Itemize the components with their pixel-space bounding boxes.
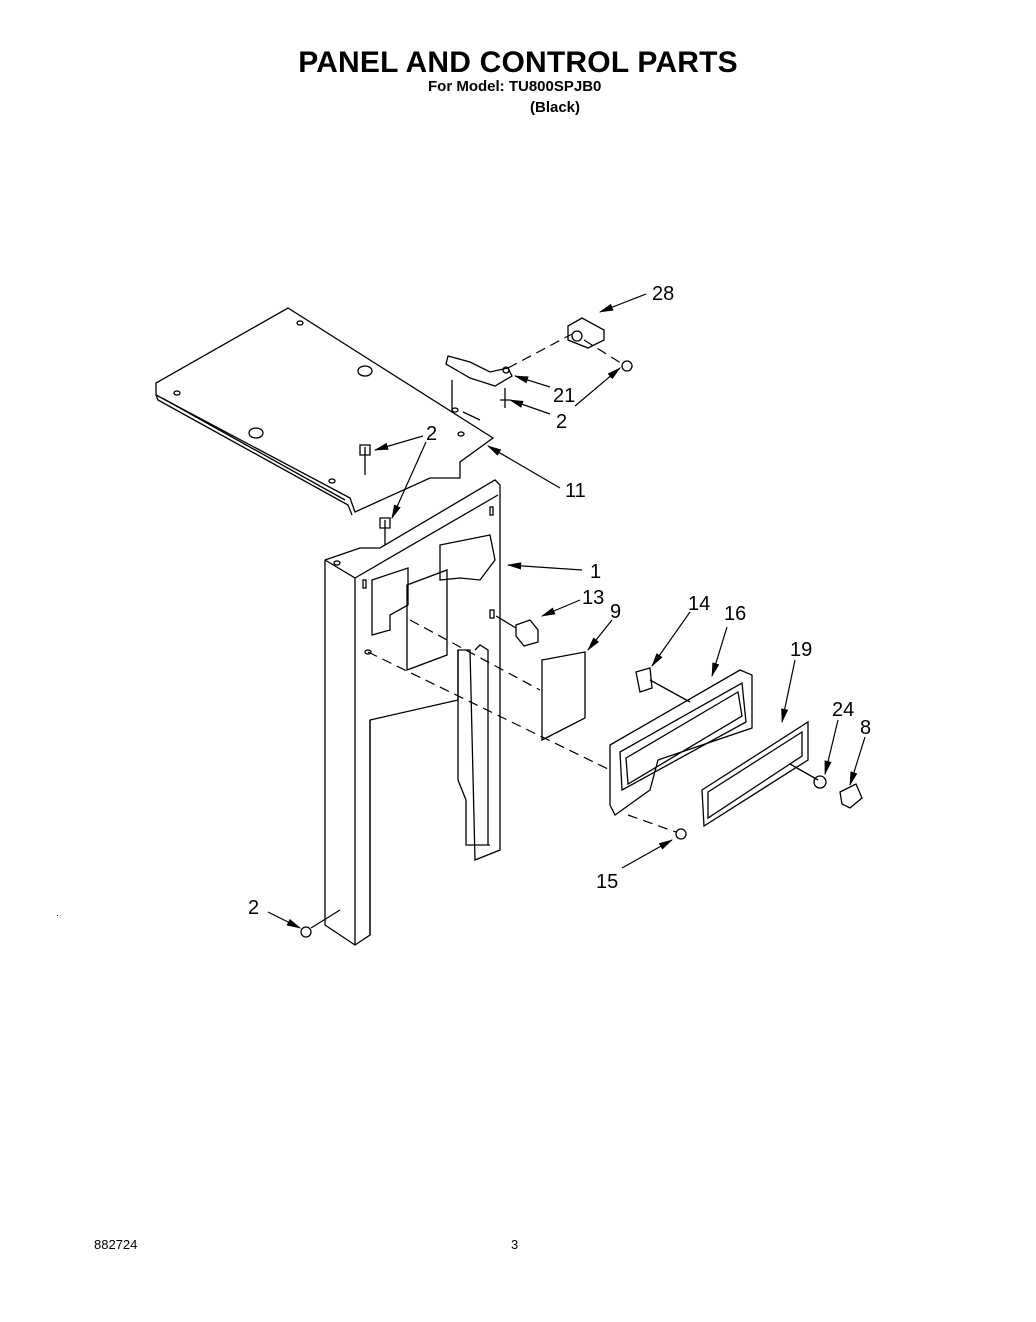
model-line: For Model: TU800SPJB0	[428, 78, 602, 95]
page-title: PANEL AND CONTROL PARTS	[298, 46, 738, 79]
console-frame-part	[324, 479, 501, 946]
callout-13: 13	[582, 587, 604, 609]
callout-2-base-screw: 2	[248, 897, 259, 919]
callout-2-top-screw: 2	[426, 423, 437, 445]
callout-24: 24	[832, 699, 854, 721]
color-line: (Black)	[530, 99, 581, 116]
control-panel-part	[367, 651, 753, 840]
page-number: 3	[511, 1237, 519, 1252]
callout-leaders	[267, 293, 866, 929]
document-number: 882724	[94, 1237, 138, 1252]
bracket-assembly	[359, 317, 633, 545]
callout-11: 11	[565, 480, 586, 502]
switch-and-cover-part	[409, 615, 586, 742]
callout-15: 15	[596, 871, 618, 893]
stray-dot	[57, 915, 58, 916]
top-panel-part	[155, 307, 495, 516]
callout-19: 19	[790, 639, 812, 661]
callout-9: 9	[610, 601, 621, 623]
base-screw-part	[300, 909, 341, 938]
insert-and-knob-part	[701, 720, 863, 828]
callout-21: 21	[553, 385, 575, 407]
callout-16: 16	[724, 603, 746, 625]
callout-28: 28	[652, 283, 674, 305]
callout-1: 1	[590, 561, 601, 583]
callout-8: 8	[860, 717, 871, 739]
callout-2-strap-screw: 2	[556, 411, 567, 433]
callout-14: 14	[688, 593, 710, 615]
